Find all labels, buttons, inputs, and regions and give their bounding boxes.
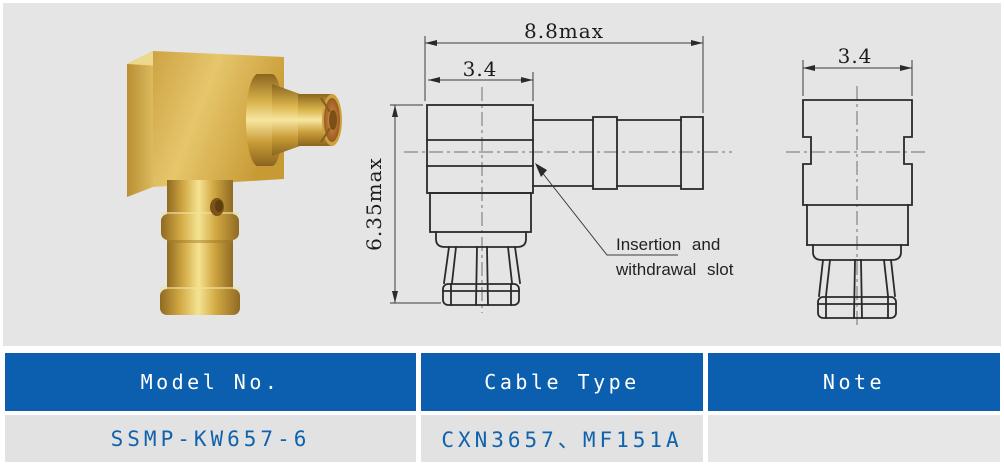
column-header-note: Note [708, 353, 1000, 411]
front-view-drawing [786, 86, 929, 325]
product-photo [127, 51, 342, 315]
dim-total-width: 8.8max [524, 19, 604, 43]
side-view-drawing [404, 87, 732, 313]
technical-drawing: 8.8max 3.4 6.35max 3.4 Insertion and wit… [127, 19, 929, 325]
dim-front-width: 3.4 [838, 44, 873, 68]
column-header-model-no: Model No. [5, 353, 416, 411]
dimension-annotations: 8.8max 3.4 6.35max 3.4 [362, 19, 913, 304]
model-no-value: SSMP-KW657-6 [5, 415, 416, 462]
note-value [708, 415, 1000, 462]
column-header-cable-type: Cable Type [421, 353, 703, 411]
callout-insertion-slot: Insertion and withdrawal slot [535, 163, 734, 279]
cable-type-value: CXN3657、MF151A [421, 415, 703, 462]
callout-line-2: withdrawal slot [615, 260, 734, 279]
dim-body-width: 3.4 [463, 57, 498, 81]
callout-line-1: Insertion and [616, 235, 720, 254]
spec-table: Model No. Cable Type Note SSMP-KW657-6 C… [5, 353, 1000, 462]
dim-height: 6.35max [362, 157, 386, 251]
drawing-panel: 8.8max 3.4 6.35max 3.4 Insertion and wit… [3, 3, 1001, 346]
